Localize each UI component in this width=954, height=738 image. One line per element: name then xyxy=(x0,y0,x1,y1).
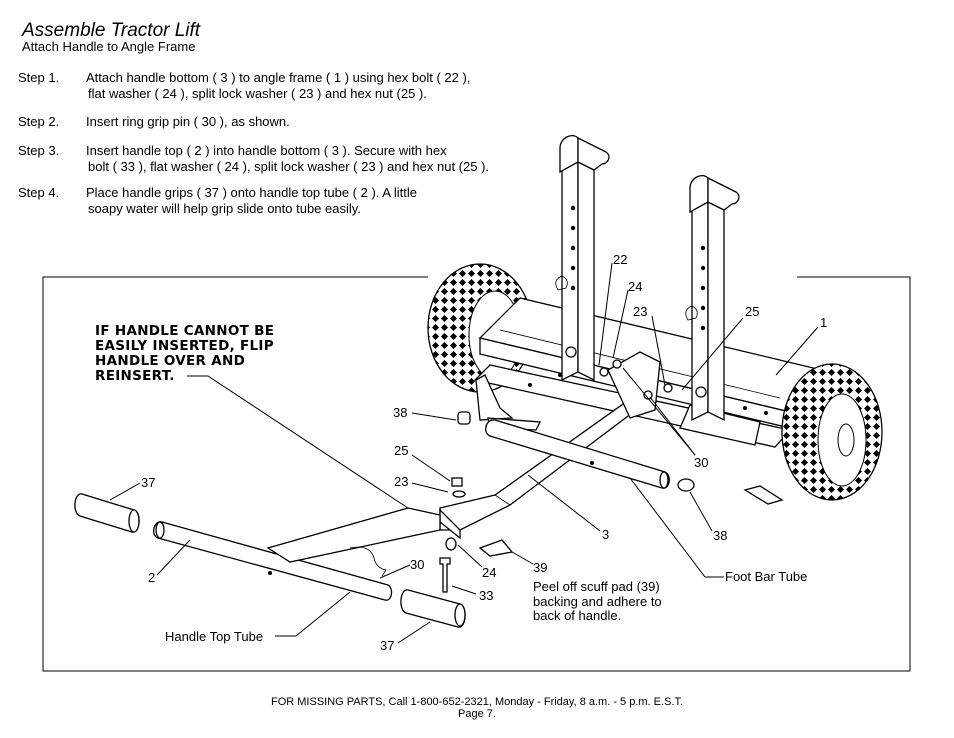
callout-3: 3 xyxy=(602,527,609,542)
callout-38: 38 xyxy=(713,528,727,543)
warning-line-3: HANDLE OVER AND xyxy=(95,353,245,369)
step-text-line1: Place handle grips ( 37 ) onto handle to… xyxy=(86,185,417,200)
right-wheel xyxy=(743,363,883,505)
hardware-parts xyxy=(349,359,695,593)
diagram-frame xyxy=(42,276,911,672)
callout-24: 24 xyxy=(482,565,496,580)
callout-37: 37 xyxy=(141,475,155,490)
warning-line-4: REINSERT. xyxy=(95,368,175,384)
callout-2: 2 xyxy=(148,570,155,585)
callout-38: 38 xyxy=(393,405,407,420)
foot-bar-tube xyxy=(485,419,670,489)
callout-23: 23 xyxy=(394,474,408,489)
handle-top-tube-label: Handle Top Tube xyxy=(165,629,263,644)
handle-grip-37b xyxy=(400,589,466,628)
callout-23: 23 xyxy=(633,304,647,319)
scuff-note-line-1: Peel off scuff pad (39) xyxy=(533,579,660,594)
warning-line-2: EASILY INSERTED, FLIP xyxy=(95,338,274,354)
callout-33: 33 xyxy=(479,588,493,603)
page-title: Assemble Tractor Lift xyxy=(22,20,201,41)
callout-30: 30 xyxy=(694,455,708,470)
warning-leader xyxy=(187,375,409,509)
footer-contact: FOR MISSING PARTS, Call 1-800-652-2321, … xyxy=(270,696,684,708)
callout-22: 22 xyxy=(613,252,627,267)
handle-top-tube xyxy=(152,507,441,601)
handle-grip-37a xyxy=(74,493,140,533)
footer-page-number: Page 7. xyxy=(458,708,496,720)
step-label: Step 2. xyxy=(18,114,60,129)
callout-30: 30 xyxy=(410,557,424,572)
step-label: Step 1. xyxy=(18,70,60,85)
step-text-line2: flat washer ( 24 ), split lock washer ( … xyxy=(88,86,427,101)
step-text-line1: Attach handle bottom ( 3 ) to angle fram… xyxy=(86,70,471,85)
step-label: Step 4. xyxy=(18,185,60,200)
foot-bar-tube-label: Foot Bar Tube xyxy=(725,569,807,584)
step-text-line1: Insert handle top ( 2 ) into handle bott… xyxy=(86,143,447,158)
scuff-note-line-2: backing and adhere to xyxy=(533,594,662,609)
left-upright xyxy=(555,134,610,382)
step-text-line1: Insert ring grip pin ( 30 ), as shown. xyxy=(86,114,290,129)
step-label: Step 3. xyxy=(18,143,60,158)
callout-39: 39 xyxy=(533,560,547,575)
step-text-line2: bolt ( 33 ), flat washer ( 24 ), split l… xyxy=(88,159,490,174)
step-text-line2: soapy water will help grip slide onto tu… xyxy=(88,201,361,216)
callout-25: 25 xyxy=(745,304,759,319)
callout-1: 1 xyxy=(820,315,827,330)
callout-37: 37 xyxy=(380,638,394,653)
scuff-note-line-3: back of handle. xyxy=(533,608,621,623)
page-subtitle: Attach Handle to Angle Frame xyxy=(22,39,196,54)
callout-25: 25 xyxy=(394,443,408,458)
warning-line-1: IF HANDLE CANNOT BE xyxy=(95,323,274,339)
callout-24: 24 xyxy=(628,279,642,294)
right-upright xyxy=(685,174,740,422)
callout-leaders xyxy=(109,262,819,644)
